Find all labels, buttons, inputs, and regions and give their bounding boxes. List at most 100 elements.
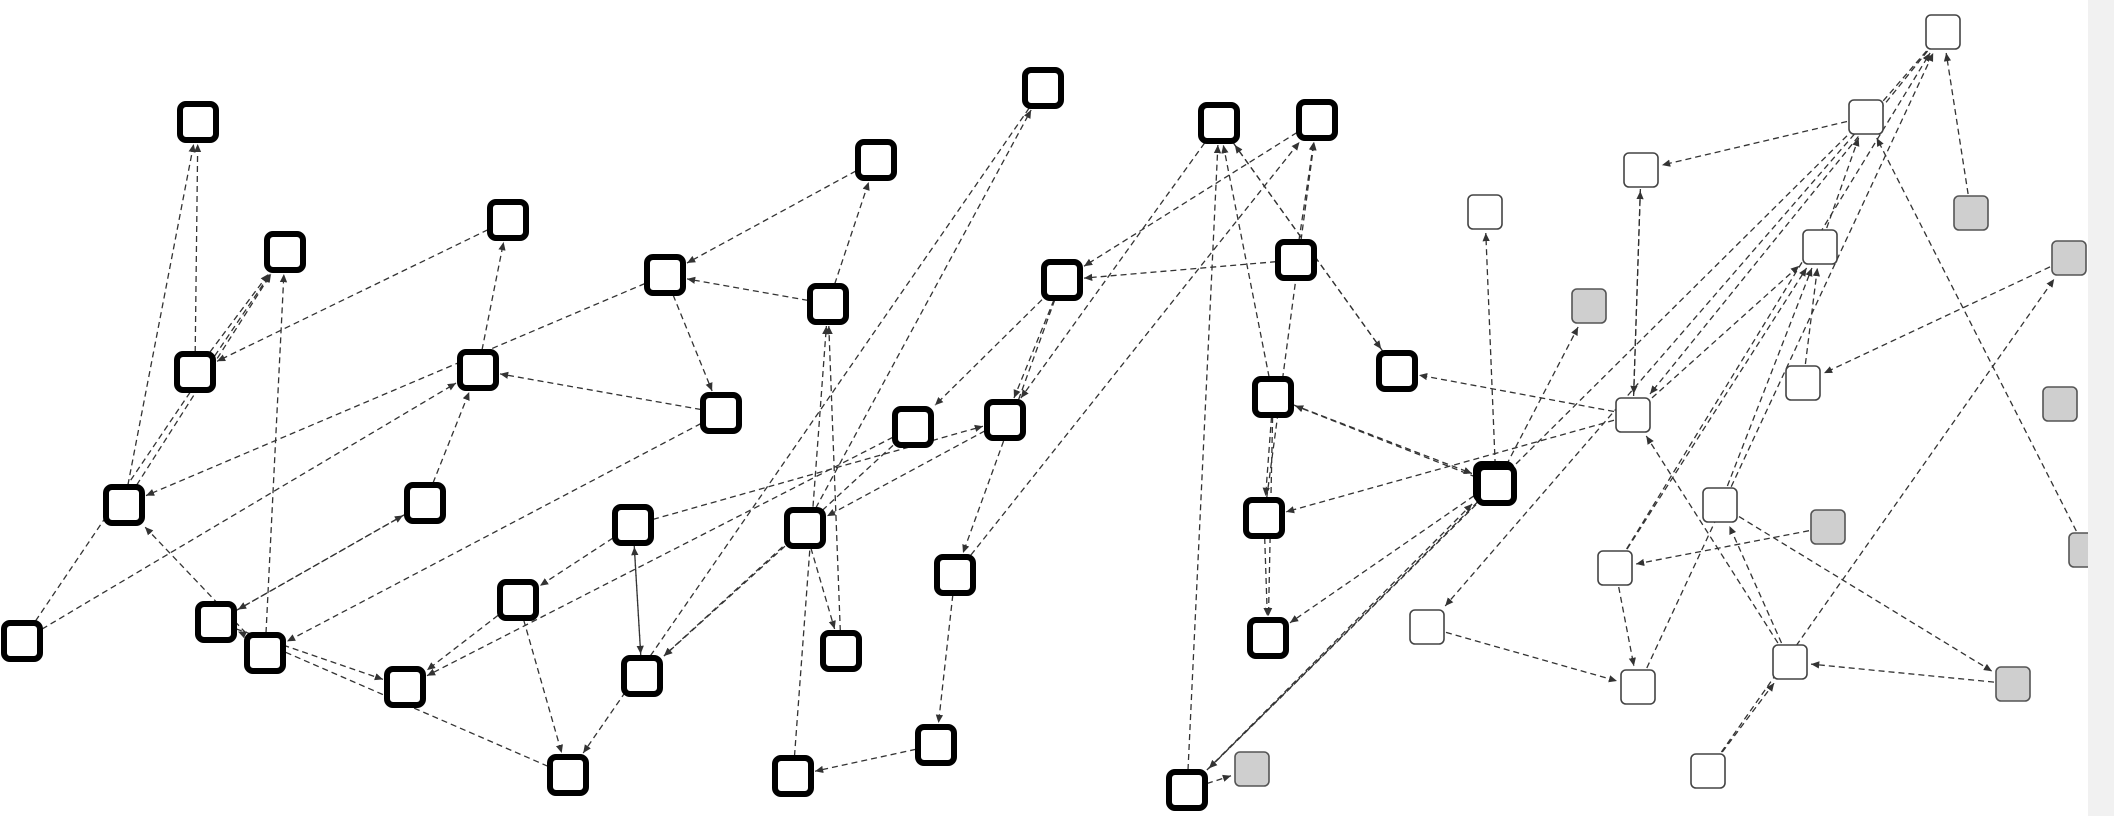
right-margin-strip: [2088, 0, 2114, 816]
edge-n44-to-n43: [1649, 50, 1929, 395]
graph-node-n31: [1275, 239, 1317, 281]
edge-n18-to-n13: [686, 276, 809, 302]
edge-n9-to-n8: [481, 241, 506, 351]
graph-node-n7: [244, 632, 286, 674]
edge-n50-to-n48: [1728, 525, 1783, 644]
graph-node-n22: [772, 755, 814, 797]
graph-node-n32: [1166, 769, 1208, 811]
edge-n26-to-n24: [934, 299, 1043, 406]
graph-node-n57: [1995, 666, 2031, 702]
edge-n20-to-n21: [810, 547, 836, 630]
edge-n14-to-n9: [499, 371, 702, 411]
graph-node-n25: [984, 399, 1026, 441]
graph-node-n45: [1848, 99, 1884, 135]
edge-n33-to-n27: [1221, 144, 1270, 378]
graph-node-n52: [2051, 240, 2087, 276]
edge-n32-to-n36: [1206, 503, 1473, 771]
edge-n51-to-n44: [1943, 52, 1969, 195]
graph-node-n9: [457, 349, 499, 391]
edge-n49-to-n46: [1626, 267, 1808, 550]
edge-n53-to-n44: [1646, 52, 1934, 669]
graph-node-n48: [1702, 487, 1738, 523]
graph-node-n15: [497, 579, 539, 621]
graph-node-n28: [934, 554, 976, 596]
edge-n32-to-n27: [1187, 144, 1222, 771]
edge-n37-to-n41: [1505, 326, 1579, 466]
graph-node-n18: [807, 283, 849, 325]
edge-n17-to-n13: [686, 170, 857, 264]
graph-node-n58: [1409, 609, 1445, 645]
graph-node-n47: [1785, 365, 1821, 401]
edge-n15-to-n11: [426, 614, 499, 671]
graph-node-n34: [1376, 350, 1418, 392]
edge-n33-to-n36: [1292, 404, 1473, 475]
edge-n3-to-n2: [209, 273, 270, 353]
graph-node-n1: [177, 101, 219, 143]
graph-node-n2: [264, 231, 306, 273]
graph-node-n24: [892, 406, 934, 448]
graph-node-n39: [1234, 751, 1270, 787]
edge-n30-to-n26: [1083, 131, 1298, 267]
edge-n44-to-n58: [1444, 50, 1927, 607]
graph-node-n4: [103, 484, 145, 526]
edge-n31-to-n30: [1298, 141, 1317, 241]
edge-n33-to-n38: [1265, 416, 1274, 617]
graph-node-n14: [700, 392, 742, 434]
edge-n42-to-n43: [1630, 188, 1642, 395]
edge-n29-to-n22: [814, 748, 917, 774]
graph-node-n12: [547, 754, 589, 796]
edge-n43-to-n35: [1285, 419, 1615, 514]
graph-node-n49: [1597, 550, 1633, 586]
edge-n37-to-n40: [1482, 232, 1496, 466]
edge-n36-to-n38: [1289, 495, 1475, 624]
graph-node-n29: [915, 724, 957, 766]
edge-n43-to-n46: [1651, 265, 1800, 399]
graph-node-n26: [1041, 259, 1083, 301]
edge-n49-to-n53: [1618, 586, 1636, 667]
graph-node-n16: [612, 504, 654, 546]
graph-node-n17: [855, 139, 897, 181]
edge-n14-to-n7: [286, 422, 702, 642]
edge-n27-to-n34: [1232, 142, 1382, 350]
graph-node-n37: [1475, 464, 1517, 506]
edge-n59-to-n52: [1720, 278, 2055, 753]
graph-node-n55: [1810, 509, 1846, 545]
edge-n37-to-n33: [1294, 405, 1477, 478]
edge-n6-to-n10: [235, 514, 404, 612]
edge-n56-to-n45: [1876, 137, 2077, 532]
graph-node-n50: [1772, 644, 1808, 680]
edge-n55-to-n49: [1635, 530, 1810, 567]
edge-n12-to-n6: [237, 631, 549, 767]
graph-node-n23: [1022, 67, 1064, 109]
edge-n24-to-n19: [663, 444, 894, 657]
graph-node-n19: [621, 655, 663, 697]
edge-n18-to-n17: [834, 181, 870, 285]
edge-n5-to-n9: [41, 382, 457, 630]
graph-node-n30: [1296, 99, 1338, 141]
edge-n7-to-n2: [265, 273, 288, 634]
edge-n45-to-n42: [1661, 120, 1848, 167]
graph-node-n8: [487, 199, 529, 241]
edge-n23-to-n12: [582, 107, 1030, 754]
edge-n59-to-n50: [1721, 682, 1775, 753]
graph-node-n33: [1252, 376, 1294, 418]
edge-n4-to-n1: [127, 143, 196, 486]
edge-n45-to-n32: [1208, 135, 1848, 769]
edge-n52-to-n47: [1823, 266, 2051, 374]
graph-node-n46: [1802, 229, 1838, 265]
graph-node-n11: [384, 666, 426, 708]
edge-n5-to-n2: [34, 273, 271, 622]
edge-n13-to-n14: [672, 294, 713, 392]
graph-node-n42: [1623, 152, 1659, 188]
edge-n35-to-n38: [1263, 537, 1271, 617]
edges-layer: [34, 50, 2077, 785]
edge-n47-to-n46: [1804, 267, 1820, 365]
edge-n43-to-n34: [1418, 373, 1615, 413]
edge-n31-to-n26: [1083, 261, 1277, 282]
edge-n32-to-n39: [1206, 774, 1232, 785]
graph-node-n10: [404, 482, 446, 524]
graph-node-n21: [820, 630, 862, 672]
graph-node-n59: [1690, 753, 1726, 789]
graph-node-n5: [1, 620, 43, 662]
